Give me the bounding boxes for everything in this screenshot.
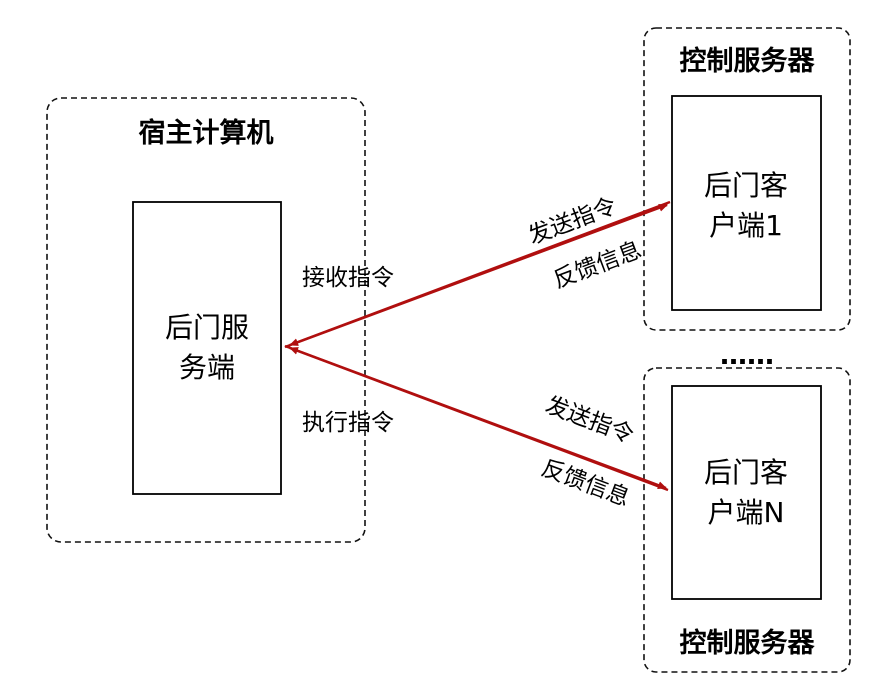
backdoor-client-n-box [671, 385, 822, 600]
backdoor-client-n-label-line2: 户端N [708, 496, 785, 529]
backdoor-client-1-label-line2: 户端1 [709, 209, 783, 242]
control-server-bottom-title: 控制服务器 [680, 628, 816, 659]
backdoor-client-n-label-line1: 后门客 [704, 456, 788, 489]
backdoor-server-box [132, 201, 282, 495]
feedback-label-bottom: 反馈信息 [538, 455, 633, 512]
arrow-server-to-client-n [284, 344, 667, 490]
backdoor-server-label-line2: 务端 [179, 351, 235, 384]
execute-command-label: 执行指令 [302, 410, 394, 436]
host-computer-frame [46, 97, 366, 543]
control-server-top-frame [643, 27, 851, 331]
feedback-label-top: 反馈信息 [550, 237, 645, 294]
send-command-label-bottom: 发送指令 [542, 392, 637, 449]
control-server-top-title: 控制服务器 [680, 46, 816, 77]
backdoor-client-1-label-line1: 后门客 [704, 169, 788, 202]
backdoor-client-1-box [671, 95, 822, 311]
arrow-server-to-client-1 [284, 203, 668, 349]
backdoor-server-label-line1: 后门服 [165, 311, 249, 344]
more-clients-ellipsis: …… [720, 340, 774, 371]
receive-command-label: 接收指令 [302, 265, 394, 291]
control-server-bottom-frame [643, 367, 851, 673]
host-computer-title: 宿主计算机 [139, 117, 274, 149]
